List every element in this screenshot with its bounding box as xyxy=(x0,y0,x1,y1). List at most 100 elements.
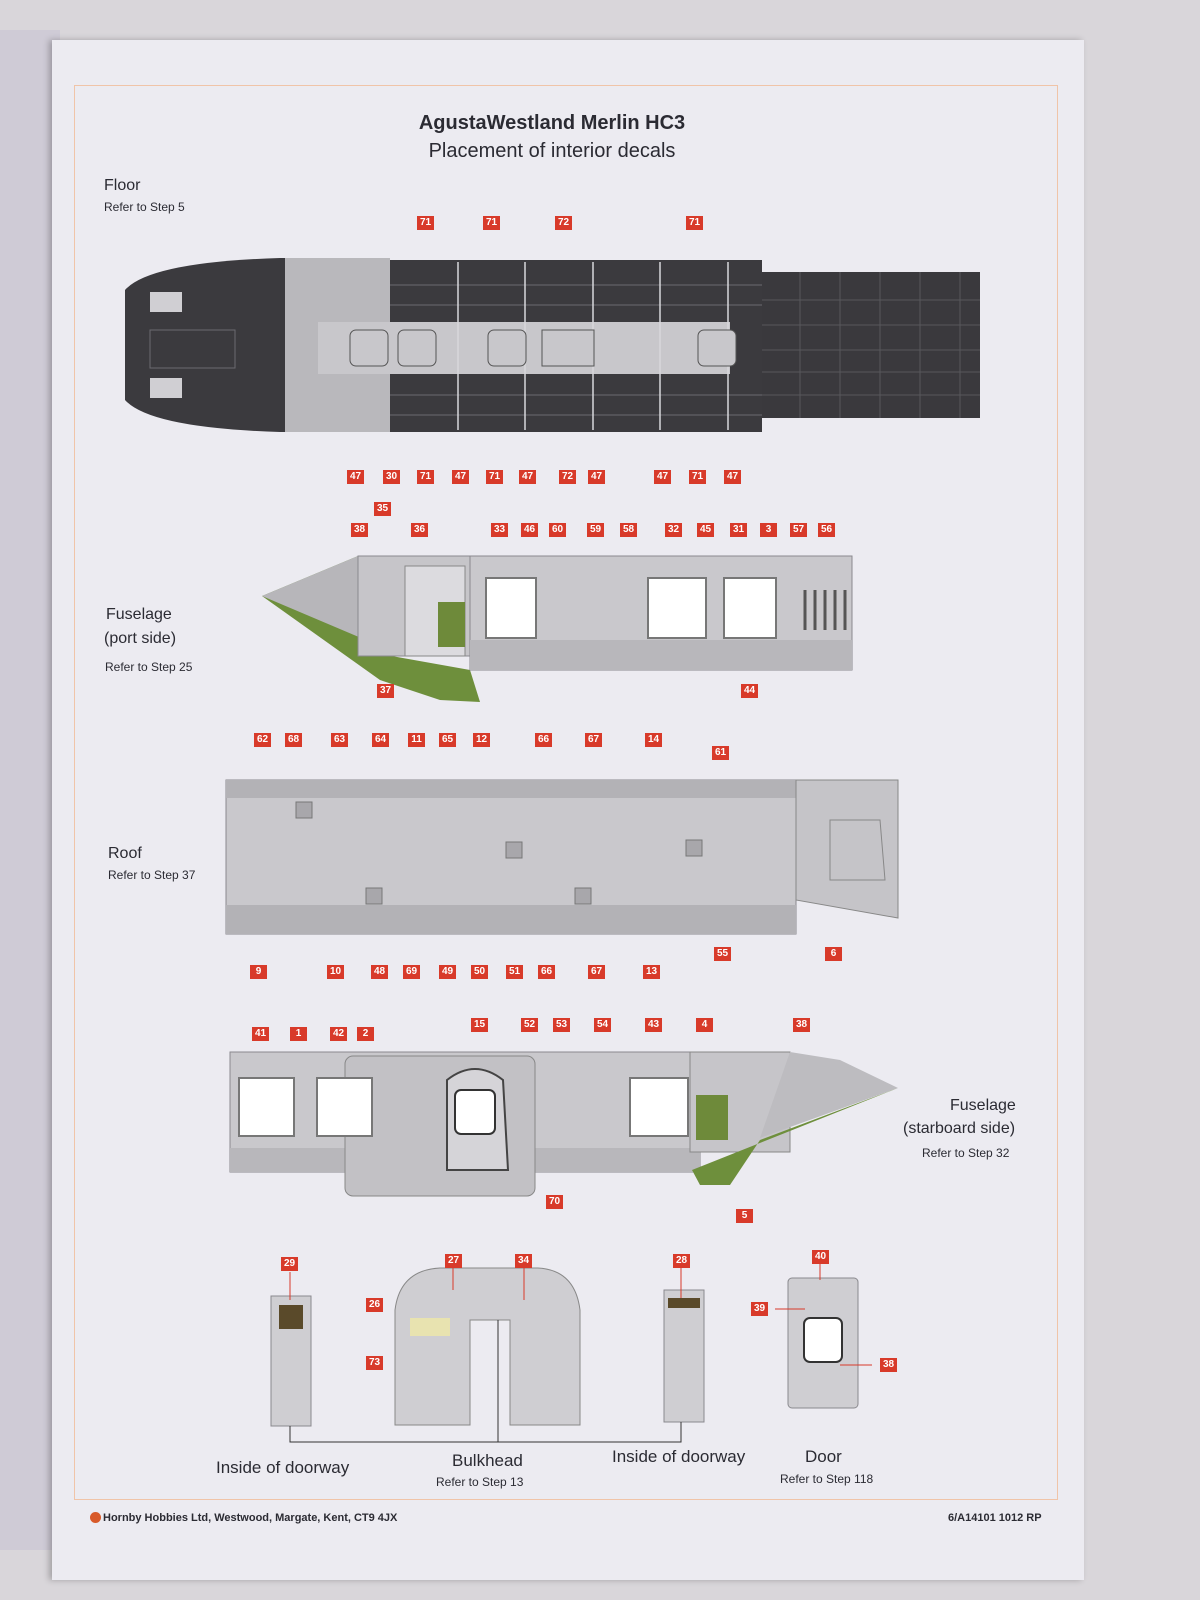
starboard-callout: 38 xyxy=(793,1018,810,1032)
starboard-fuselage-diagram xyxy=(229,1051,898,1197)
bulkhead-callout: 27 xyxy=(445,1254,462,1268)
roof-callout: 68 xyxy=(285,733,302,747)
footer-publisher-text: Hornby Hobbies Ltd, Westwood, Margate, K… xyxy=(103,1512,398,1524)
door-callout: 39 xyxy=(751,1302,768,1316)
inside-doorway-2-title: Inside of doorway xyxy=(612,1447,746,1466)
doorway-callout: 28 xyxy=(673,1254,690,1268)
roof-callout: 66 xyxy=(535,733,552,747)
port-callout: 46 xyxy=(521,523,538,537)
starboard-callout: 4 xyxy=(696,1018,713,1032)
starboard-callout: 5 xyxy=(736,1209,753,1223)
page-title: AgustaWestland Merlin HC3 xyxy=(418,112,686,134)
starboard-callout: 15 xyxy=(471,1018,488,1032)
starboard-title-1: Fuselage xyxy=(950,1097,1016,1114)
roof-callout: 67 xyxy=(588,965,605,979)
floor-callout: 71 xyxy=(486,470,503,484)
starboard-callout: 53 xyxy=(553,1018,570,1032)
starboard-callout: 41 xyxy=(252,1027,269,1041)
bottom-row-diagrams xyxy=(270,1262,872,1443)
page-frame xyxy=(74,85,1058,1500)
footer-publisher: Hornby Hobbies Ltd, Westwood, Margate, K… xyxy=(90,1512,397,1524)
port-callout: 44 xyxy=(741,684,758,698)
roof-callout: 69 xyxy=(403,965,420,979)
port-callout: 33 xyxy=(491,523,508,537)
footer-code: 6/A14101 1012 RP xyxy=(948,1512,1042,1524)
bulkhead-ref: Refer to Step 13 xyxy=(436,1475,524,1489)
roof-callout: 66 xyxy=(538,965,555,979)
roof-ref: Refer to Step 37 xyxy=(108,868,196,882)
roof-callout: 13 xyxy=(643,965,660,979)
roof-callout: 48 xyxy=(371,965,388,979)
roof-callout: 9 xyxy=(250,965,267,979)
floor-callout: 71 xyxy=(417,470,434,484)
bulkhead-callout: 73 xyxy=(366,1356,383,1370)
starboard-callout: 43 xyxy=(645,1018,662,1032)
page-subtitle: Placement of interior decals xyxy=(428,140,676,162)
roof-callout: 10 xyxy=(327,965,344,979)
roof-callout: 6 xyxy=(825,947,842,961)
roof-callout: 64 xyxy=(372,733,389,747)
starboard-callout: 54 xyxy=(594,1018,611,1032)
port-callout: 36 xyxy=(411,523,428,537)
floor-callout: 47 xyxy=(654,470,671,484)
door-title: Door xyxy=(805,1447,842,1466)
roof-callout: 49 xyxy=(439,965,456,979)
roof-callout: 61 xyxy=(712,746,729,760)
door-ref: Refer to Step 118 xyxy=(780,1472,874,1486)
port-ref: Refer to Step 25 xyxy=(105,660,193,674)
roof-callout: 62 xyxy=(254,733,271,747)
starboard-callout: 2 xyxy=(357,1027,374,1041)
port-callout: 59 xyxy=(587,523,604,537)
roof-title: Roof xyxy=(108,845,142,862)
floor-callout: 71 xyxy=(686,216,703,230)
port-callout: 35 xyxy=(374,502,391,516)
port-callout: 45 xyxy=(697,523,714,537)
starboard-callout: 1 xyxy=(290,1027,307,1041)
roof-callout: 55 xyxy=(714,947,731,961)
hornby-logo-icon xyxy=(90,1512,101,1523)
starboard-ref: Refer to Step 32 xyxy=(922,1146,1010,1160)
roof-callout: 11 xyxy=(408,733,425,747)
previous-page-edge xyxy=(0,30,60,1550)
port-callout: 60 xyxy=(549,523,566,537)
port-fuselage-diagram xyxy=(262,555,853,702)
floor-callout: 47 xyxy=(347,470,364,484)
doorway-callout: 29 xyxy=(281,1257,298,1271)
port-callout: 31 xyxy=(730,523,747,537)
port-callout: 57 xyxy=(790,523,807,537)
roof-callout: 63 xyxy=(331,733,348,747)
port-callout: 37 xyxy=(377,684,394,698)
floor-callout: 47 xyxy=(519,470,536,484)
door-callout: 40 xyxy=(812,1250,829,1264)
floor-callout: 72 xyxy=(555,216,572,230)
bulkhead-title: Bulkhead xyxy=(452,1451,523,1470)
floor-diagram xyxy=(125,258,980,432)
starboard-callout: 52 xyxy=(521,1018,538,1032)
port-callout: 32 xyxy=(665,523,682,537)
port-callout: 3 xyxy=(760,523,777,537)
floor-callout: 71 xyxy=(417,216,434,230)
roof-callout: 50 xyxy=(471,965,488,979)
floor-title: Floor xyxy=(104,177,141,194)
floor-callout: 71 xyxy=(689,470,706,484)
floor-callout: 30 xyxy=(383,470,400,484)
starboard-title-2: (starboard side) xyxy=(903,1120,1016,1137)
floor-callout: 47 xyxy=(452,470,469,484)
roof-callout: 67 xyxy=(585,733,602,747)
roof-callout: 14 xyxy=(645,733,662,747)
port-callout: 58 xyxy=(620,523,637,537)
inside-doorway-1-title: Inside of doorway xyxy=(216,1458,350,1477)
floor-callout: 47 xyxy=(588,470,605,484)
starboard-callout: 42 xyxy=(330,1027,347,1041)
port-callout: 38 xyxy=(351,523,368,537)
port-callout: 56 xyxy=(818,523,835,537)
port-title-1: Fuselage xyxy=(106,606,172,623)
bulkhead-callout: 26 xyxy=(366,1298,383,1312)
roof-callout: 65 xyxy=(439,733,456,747)
roof-callout: 12 xyxy=(473,733,490,747)
door-callout: 38 xyxy=(880,1358,897,1372)
roof-diagram xyxy=(225,779,899,935)
floor-callout: 71 xyxy=(483,216,500,230)
starboard-callout: 70 xyxy=(546,1195,563,1209)
